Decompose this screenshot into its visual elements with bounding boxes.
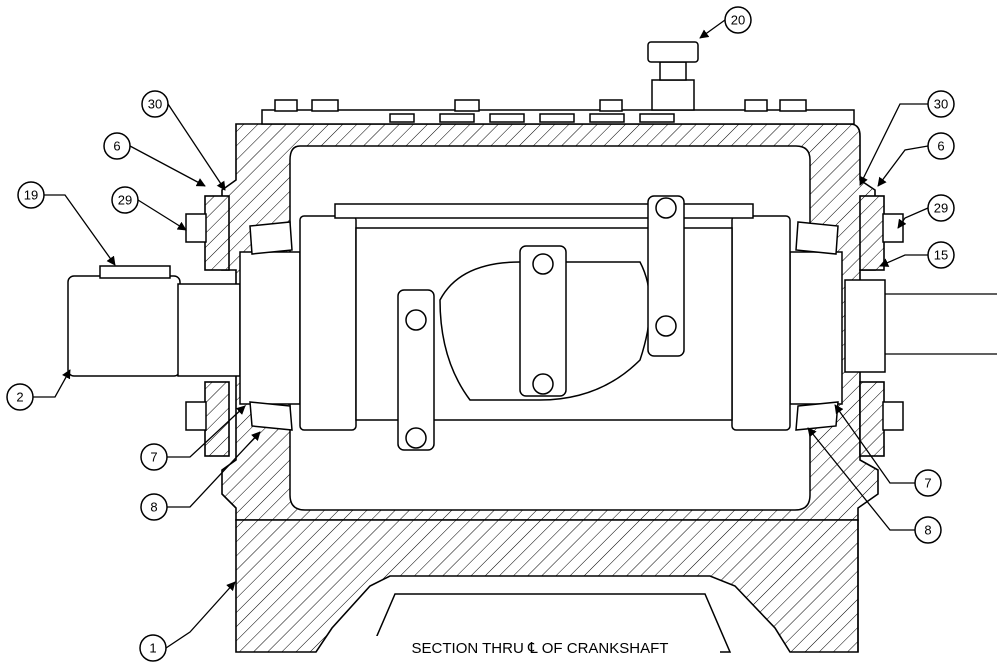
- svg-text:19: 19: [24, 188, 38, 203]
- balloon-1: 1: [139, 634, 167, 662]
- leader-lines: [33, 19, 929, 649]
- balloon-29-left: 29: [111, 186, 139, 214]
- svg-text:2: 2: [16, 390, 23, 405]
- crankshaft: [67, 195, 997, 451]
- caption-prefix: SECTION THRU: [412, 640, 524, 657]
- balloon-8-right: 8: [914, 516, 942, 544]
- caption-suffix: OF CRANKSHAFT: [542, 640, 669, 657]
- svg-text:29: 29: [934, 201, 948, 216]
- balloon-6-right: 6: [927, 132, 955, 160]
- svg-text:7: 7: [150, 450, 157, 465]
- balloon-6-left: 6: [103, 132, 131, 160]
- svg-text:6: 6: [113, 139, 120, 154]
- svg-text:29: 29: [118, 193, 132, 208]
- svg-text:20: 20: [731, 13, 745, 28]
- svg-text:7: 7: [924, 476, 931, 491]
- balloon-8-left: 8: [140, 493, 168, 521]
- balloon-20: 20: [724, 6, 752, 34]
- balloon-30-left: 30: [141, 90, 169, 118]
- balloon-7-left: 7: [140, 443, 168, 471]
- centerline-symbol: ℄: [527, 640, 538, 657]
- bearing-end-covers: [185, 195, 904, 457]
- svg-text:8: 8: [150, 500, 157, 515]
- svg-text:6: 6: [937, 139, 944, 154]
- rod-bolts: [405, 197, 677, 449]
- balloon-30-right: 30: [927, 90, 955, 118]
- svg-text:SECTION THRU ℄: SECTION THRU ℄ OF CRANKSHAFT: [412, 640, 669, 657]
- section-caption: SECTION THRU ℄ OF CRANKSHAFT: [360, 636, 720, 658]
- balloon-7-right: 7: [914, 469, 942, 497]
- svg-text:15: 15: [934, 248, 948, 263]
- balloon-29-right: 29: [927, 194, 955, 222]
- balloon-15: 15: [927, 241, 955, 269]
- svg-text:1: 1: [149, 641, 156, 656]
- top-cover: [261, 41, 855, 125]
- balloon-19: 19: [17, 181, 45, 209]
- svg-text:30: 30: [148, 97, 162, 112]
- svg-text:8: 8: [924, 523, 931, 538]
- balloon-2: 2: [6, 383, 34, 411]
- svg-text:30: 30: [934, 97, 948, 112]
